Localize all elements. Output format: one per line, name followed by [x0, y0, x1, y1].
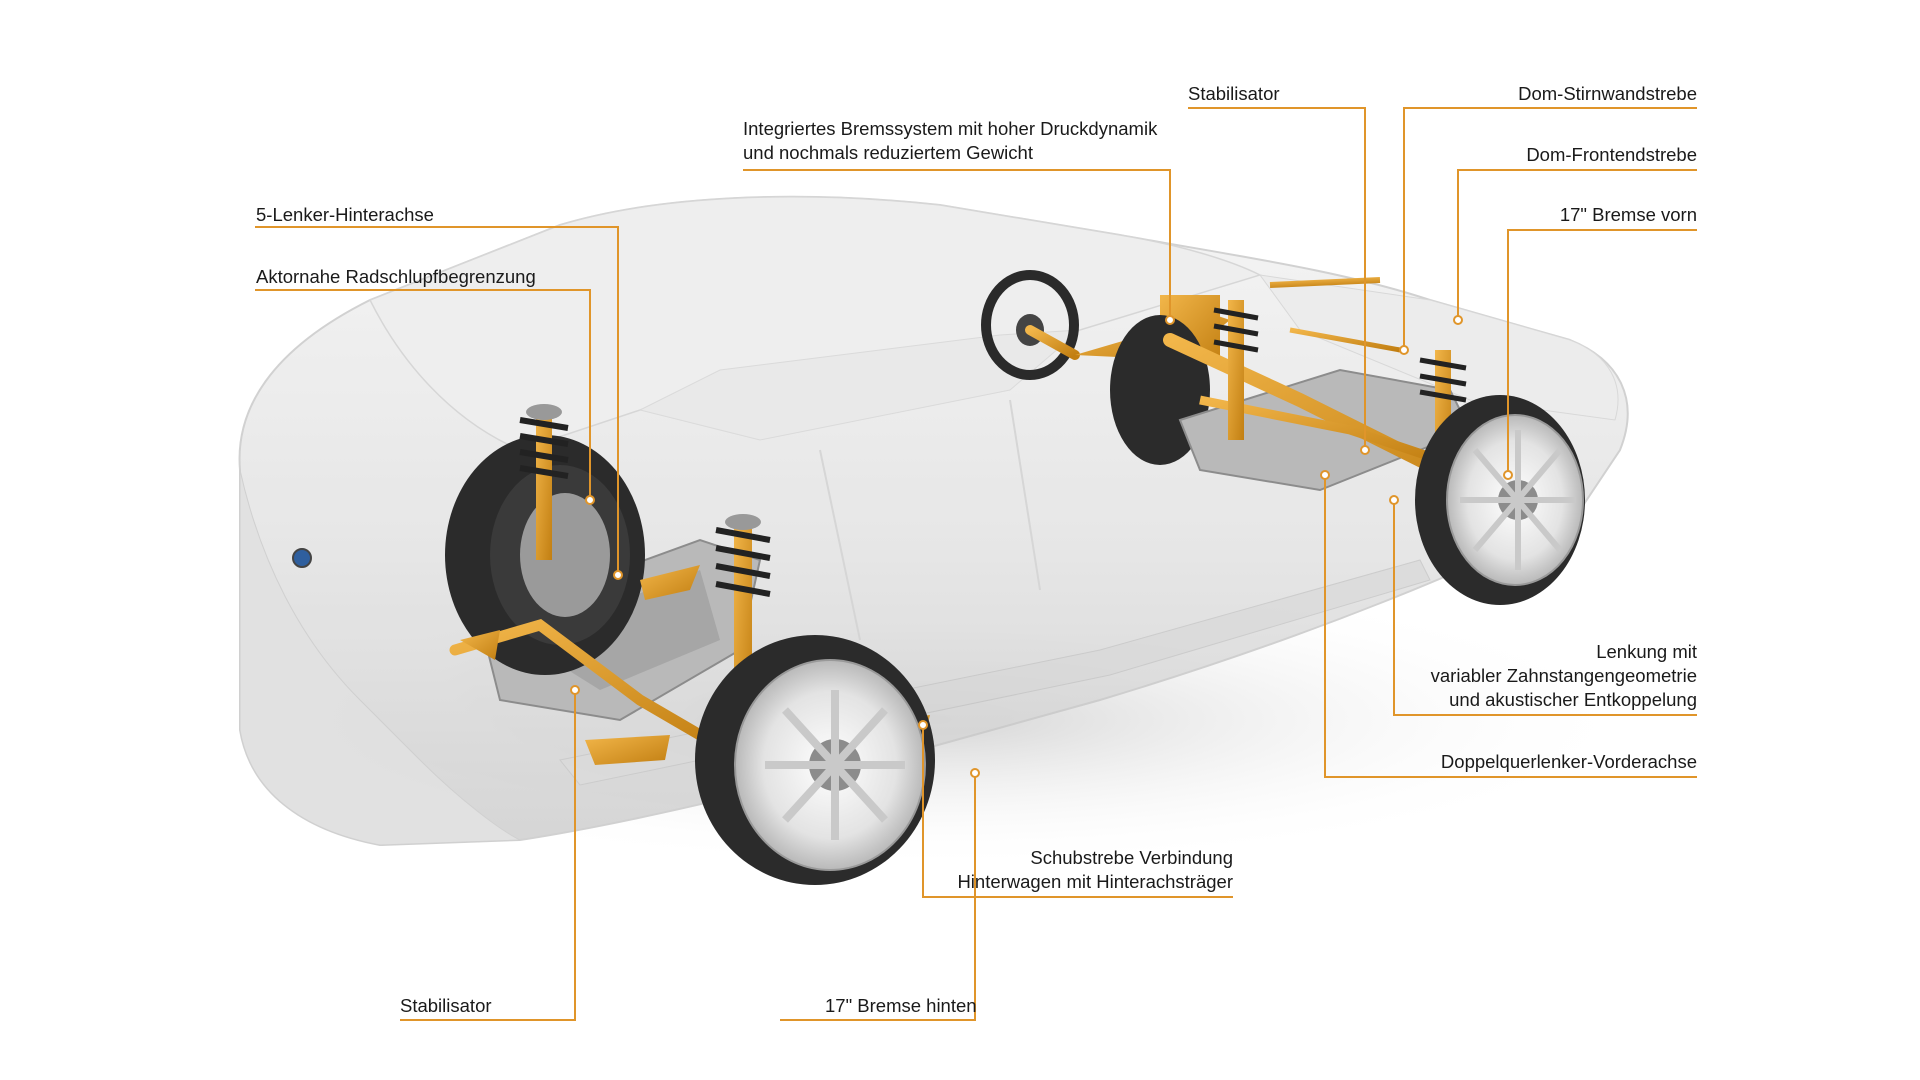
- rear-axle-assembly: [445, 404, 935, 885]
- label-stabilizer-front: Stabilisator: [1188, 83, 1280, 104]
- label-steering: Lenkung mit variabler Zahnstangengeometr…: [1430, 641, 1697, 710]
- label-stabilizer-rear: Stabilisator: [400, 995, 492, 1016]
- front-axle-assembly: [981, 270, 1585, 605]
- label-rear-axle: 5-Lenker-Hinterachse: [256, 204, 434, 225]
- brand-logo-icon: [292, 548, 312, 568]
- label-dome-bulkhead-strut: Dom-Stirnwandstrebe: [1518, 83, 1697, 104]
- label-dome-front-strut: Dom-Frontendstrebe: [1526, 144, 1697, 165]
- label-wheel-arch-slip-limit: Aktornahe Radschlupfbegrenzung: [256, 266, 536, 287]
- label-brake-front: 17" Bremse vorn: [1559, 204, 1697, 225]
- label-integrated-brake-system: Integriertes Bremssystem mit hoher Druck…: [743, 118, 1158, 163]
- wheel-icon: [1415, 395, 1585, 605]
- leader-lines: [255, 107, 1697, 1021]
- label-brake-rear: 17" Bremse hinten: [825, 995, 977, 1016]
- wheel-icon: [695, 635, 935, 885]
- wheel-icon: [445, 435, 645, 675]
- coil-spring-icon: [519, 404, 569, 560]
- coil-spring-icon: [1213, 300, 1259, 440]
- label-front-axle: Doppelquerlenker-Vorderachse: [1440, 751, 1697, 772]
- leader-endpoints: [570, 315, 1513, 778]
- steering-wheel-icon: [981, 270, 1080, 380]
- label-thrust-strut: Schubstrebe Verbindung Hinterwagen mit H…: [957, 847, 1233, 892]
